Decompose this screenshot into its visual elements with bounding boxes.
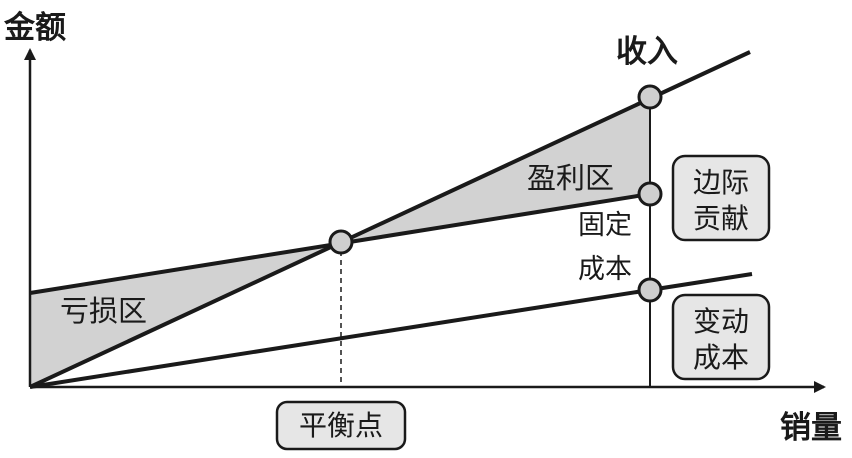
x-axis-label: 销量 [780,410,842,446]
y-axis-label: 金额 [3,10,66,46]
variable-cost-box: 变动 成本 [671,293,771,381]
fixed-cost-label-line2: 成本 [578,254,632,285]
revenue-label: 收入 [616,34,678,70]
contribution-margin-box: 边际 贡献 [671,154,771,242]
break-even-label: 平衡点 [299,409,383,442]
break-even-point [328,229,354,255]
variable-cost-line [29,272,753,389]
loss-region-label: 亏损区 [60,294,147,328]
total-cost-point [637,181,663,207]
revenue-point [637,84,663,110]
contribution-margin-line2: 贡献 [693,202,749,235]
variable-cost-point [637,277,663,303]
variable-cost-line1: 变动 [693,305,749,338]
revenue-line [29,50,751,389]
break-even-box: 平衡点 [275,400,407,451]
contribution-margin-line1: 边际 [693,166,749,199]
variable-cost-line2: 成本 [693,341,749,374]
profit-region-label: 盈利区 [527,161,614,195]
fixed-cost-label-line1: 固定 [578,210,632,241]
